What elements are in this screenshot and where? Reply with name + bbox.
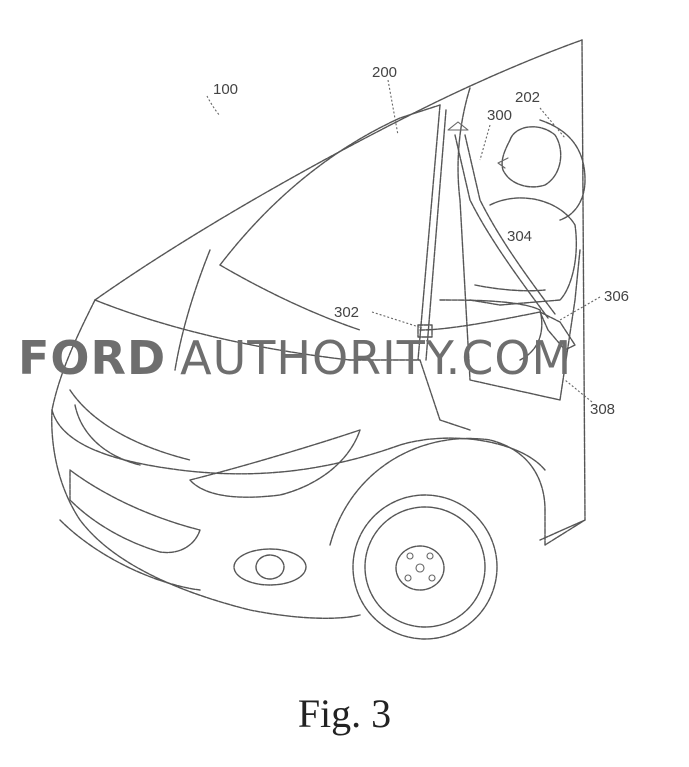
watermark-brand-rest: AUTHORITY.COM [180, 331, 572, 385]
ref-308: 308 [590, 401, 615, 418]
ref-306: 306 [604, 288, 629, 305]
ref-304: 304 [507, 228, 532, 245]
ref-302: 302 [334, 304, 359, 321]
ref-300: 300 [487, 107, 512, 124]
watermark-brand-bold: FORD [18, 331, 166, 385]
watermark: FORD AUTHORITY.COM [18, 331, 572, 385]
ref-202: 202 [515, 89, 540, 106]
ref-100: 100 [213, 81, 238, 98]
figure-caption: Fig. 3 [0, 690, 689, 737]
ref-200: 200 [372, 64, 397, 81]
svg-text:FORD AUTHORITY.COM: FORD AUTHORITY.COM [18, 331, 572, 385]
